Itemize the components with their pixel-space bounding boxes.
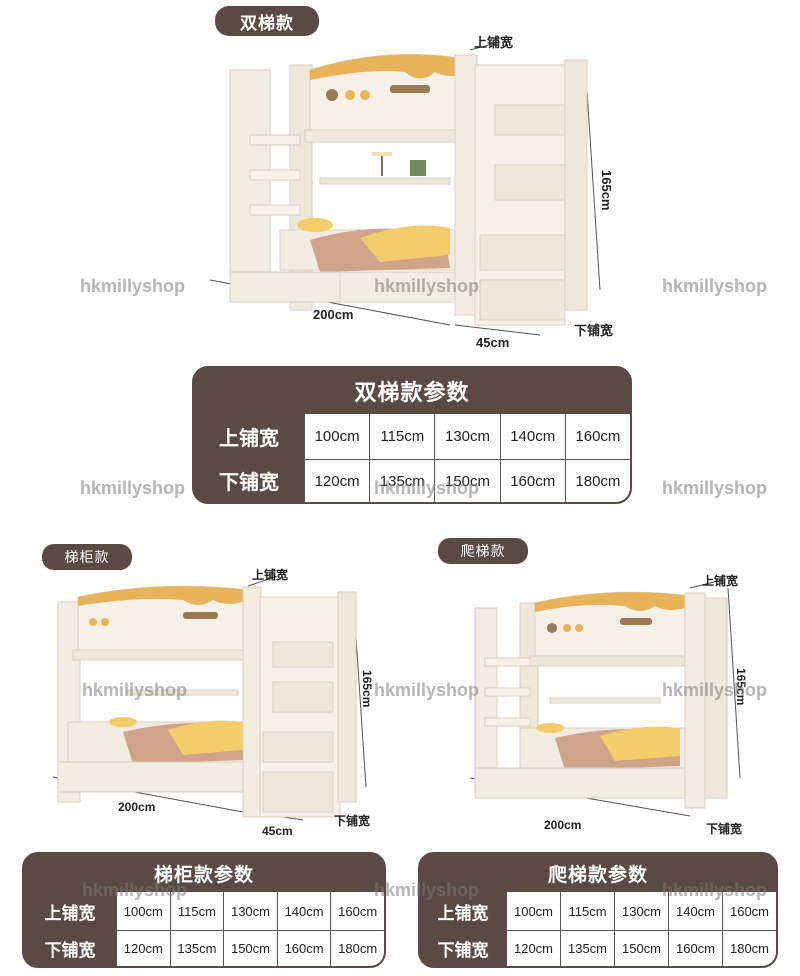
- watermark: hkmillyshop: [80, 478, 186, 498]
- table-row: 上铺宽 100cm 115cm 130cm 140cm 160cm: [420, 892, 776, 930]
- dim-stair-cabinet: 45cm: [262, 824, 293, 838]
- table-title: 梯柜款参数: [153, 863, 254, 886]
- table-cell: 100cm: [116, 892, 170, 930]
- table-cell: 135cm: [369, 460, 434, 502]
- table-cell: 120cm: [506, 931, 560, 966]
- section-pill-cabinet: 梯柜款: [42, 544, 132, 570]
- bunk-bed-ladder-illustration: [469, 579, 741, 817]
- table-cell: 100cm: [304, 414, 369, 459]
- table-cell: 160cm: [668, 931, 722, 966]
- table-cell: 150cm: [223, 931, 277, 966]
- dim-length-ladder: 200cm: [544, 818, 582, 832]
- table-title: 爬梯款参数: [547, 863, 648, 886]
- watermark: hkmillyshop: [662, 478, 768, 498]
- spec-table-cabinet: 梯柜款参数 上铺宽 100cm 115cm 130cm 140cm 160cm …: [22, 852, 386, 968]
- dim-length-cabinet: 200cm: [118, 800, 156, 814]
- table-cell: 150cm: [614, 931, 668, 966]
- section-pill-double: 双梯款: [215, 6, 319, 36]
- row-label: 上铺宽: [194, 414, 304, 459]
- dim-upper-width-double: 上铺宽: [474, 35, 514, 50]
- dim-upper-width-cabinet: 上铺宽: [252, 568, 289, 582]
- watermark: hkmillyshop: [374, 478, 480, 498]
- table-cell: 160cm: [564, 414, 630, 459]
- table-cell: 160cm: [722, 892, 776, 930]
- table-row: 上铺宽 100cm 115cm 130cm 140cm 160cm: [24, 892, 384, 930]
- dim-lower-width-cabinet: 下铺宽: [334, 814, 371, 828]
- dim-stair-double: 45cm: [476, 335, 510, 350]
- bunk-bed-double-stair-illustration: [209, 41, 601, 336]
- dim-length-double: 200cm: [313, 307, 354, 322]
- row-label: 下铺宽: [24, 930, 116, 966]
- dim-height-cabinet: 165cm: [360, 670, 374, 708]
- watermark: hkmillyshop: [662, 880, 768, 900]
- table-cell: 180cm: [330, 931, 384, 966]
- table-cell: 115cm: [560, 892, 614, 930]
- row-label: 上铺宽: [420, 892, 506, 930]
- table-cell: 130cm: [614, 892, 668, 930]
- table-cell: 115cm: [369, 414, 434, 459]
- table-cell: 160cm: [276, 931, 331, 966]
- dim-upper-width-ladder: 上铺宽: [702, 574, 739, 588]
- table-cell: 135cm: [560, 931, 614, 966]
- table-cell: 140cm: [668, 892, 722, 930]
- table-row: 下铺宽 120cm 135cm 150cm 160cm 180cm: [24, 930, 384, 966]
- table-cell: 160cm: [499, 460, 565, 502]
- bunk-bed-stair-cabinet-illustration: [52, 575, 367, 821]
- dim-height-ladder: 165cm: [734, 668, 748, 706]
- section-pill-ladder: 爬梯款: [438, 538, 528, 564]
- table-cell: 130cm: [223, 892, 277, 930]
- dim-height-double: 165cm: [599, 170, 614, 211]
- watermark: hkmillyshop: [82, 680, 188, 700]
- table-row: 下铺宽 120cm 135cm 150cm 160cm 180cm: [194, 459, 630, 502]
- dim-lower-width-ladder: 下铺宽: [706, 822, 743, 836]
- table-title: 双梯款参数: [354, 381, 470, 406]
- spec-table-double: 双梯款参数 上铺宽 100cm 115cm 130cm 140cm 160cm …: [192, 366, 632, 504]
- table-cell: 150cm: [434, 460, 499, 502]
- table-cell: 120cm: [304, 460, 369, 502]
- watermark: hkmillyshop: [662, 276, 768, 296]
- spec-table-ladder: 爬梯款参数 上铺宽 100cm 115cm 130cm 140cm 160cm …: [418, 852, 778, 968]
- table-cell: 135cm: [169, 931, 224, 966]
- dim-lower-width-double: 下铺宽: [574, 323, 614, 338]
- table-cell: 180cm: [564, 460, 630, 502]
- table-cell: 100cm: [506, 892, 560, 930]
- row-label: 下铺宽: [420, 930, 506, 966]
- table-row: 下铺宽 120cm 135cm 150cm 160cm 180cm: [420, 930, 776, 966]
- table-cell: 180cm: [722, 931, 776, 966]
- watermark: hkmillyshop: [374, 880, 480, 900]
- watermark: hkmillyshop: [374, 276, 480, 296]
- watermark: hkmillyshop: [374, 680, 480, 700]
- table-cell: 140cm: [276, 892, 331, 930]
- watermark: hkmillyshop: [662, 680, 768, 700]
- table-cell: 120cm: [116, 931, 170, 966]
- row-label: 上铺宽: [24, 892, 116, 930]
- table-row: 上铺宽 100cm 115cm 130cm 140cm 160cm: [194, 414, 630, 459]
- watermark: hkmillyshop: [80, 276, 186, 296]
- table-cell: 115cm: [169, 892, 224, 930]
- watermark: hkmillyshop: [82, 880, 188, 900]
- table-cell: 130cm: [434, 414, 499, 459]
- table-cell: 140cm: [499, 414, 565, 459]
- table-cell: 160cm: [330, 892, 384, 930]
- row-label: 下铺宽: [194, 459, 304, 502]
